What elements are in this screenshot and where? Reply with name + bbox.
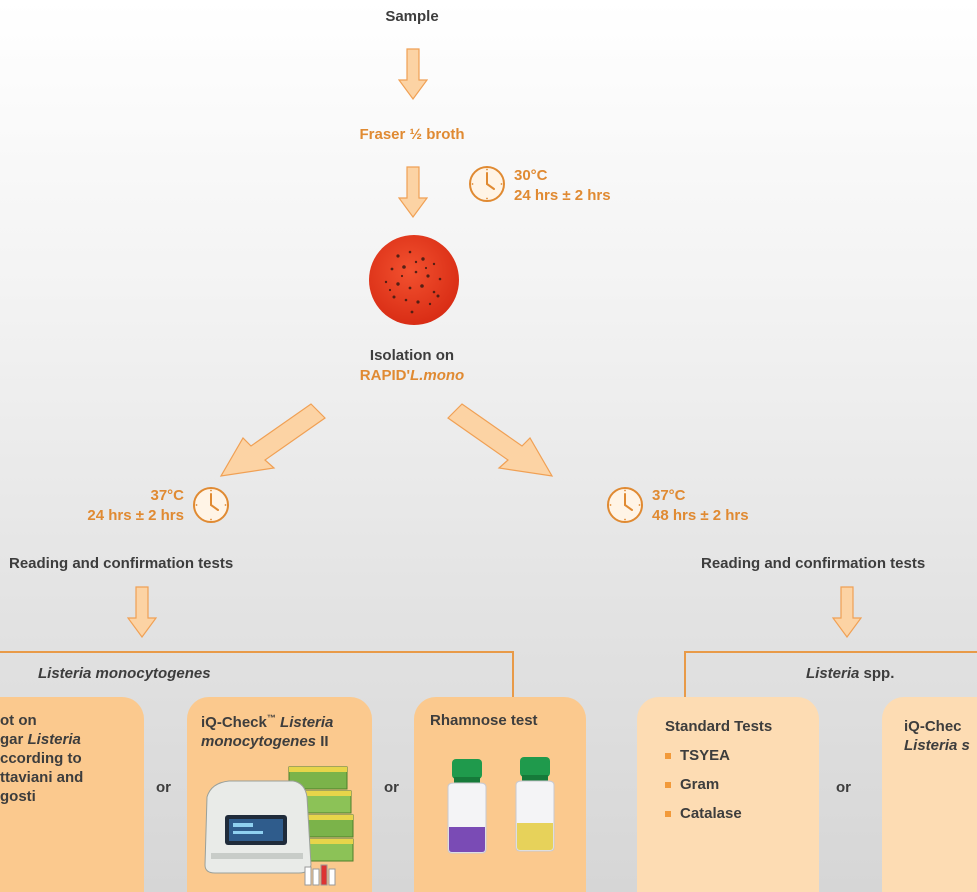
iq-check-suffix: II: [320, 733, 329, 750]
agar-plate-image: [369, 235, 459, 325]
group-line-right: [684, 651, 977, 653]
incubation-left-time: 24 hrs ± 2 hrs: [87, 507, 184, 524]
group-line-right-drop: [684, 651, 686, 697]
isolation-line-1: Isolation on: [369, 347, 455, 364]
iq-check-spp-italic: Listeria: [904, 737, 958, 754]
or-label-3: or: [836, 779, 851, 796]
or-label-2: or: [384, 779, 399, 796]
box-agar-line-1: ot on: [0, 712, 37, 729]
box-iq-check-title: iQ-Check™ Listeria: [201, 709, 358, 732]
standard-tests-title: Standard Tests: [665, 718, 773, 735]
rhamnose-vials-image: [447, 757, 555, 854]
down-arrow-4: [832, 586, 862, 638]
iq-check-prefix: iQ-Check: [201, 714, 267, 731]
clock-icon: [469, 166, 505, 202]
standard-test-label: Catalase: [680, 805, 742, 822]
reading-label-right: Reading and confirmation tests: [701, 555, 926, 572]
down-arrow-3: [127, 586, 157, 638]
box-agar-line-3: ccording to: [0, 750, 82, 767]
bullet-square-icon: [665, 781, 671, 788]
standard-test-item: TSYEA: [665, 746, 791, 765]
or-label-1: or: [156, 779, 171, 796]
incubation-right: 37°C 48 hrs ± 2 hrs: [652, 486, 749, 526]
standard-test-label: TSYEA: [680, 747, 731, 764]
box-iq-check-line-2: monocytogenes II: [201, 732, 358, 751]
iq-check-italic-2: monocytogenes: [201, 733, 317, 750]
standard-test-item: Catalase: [665, 804, 791, 823]
box-rhamnose: Rhamnose test: [414, 697, 586, 892]
rhamnose-title: Rhamnose test: [430, 712, 538, 729]
incubation-1-temp: 30°C: [514, 167, 548, 184]
incubation-right-temp: 37°C: [652, 487, 686, 504]
isolation-label: Isolation on RAPID'L.mono: [312, 346, 512, 386]
box-iq-check-mono: iQ-Check™ Listeria monocytogenes II: [187, 697, 372, 892]
down-arrow-1: [398, 48, 428, 100]
standard-test-item: Gram: [665, 775, 791, 794]
group-title-right: Listeria spp.: [806, 665, 894, 682]
iq-check-spp-line-2: Listeria s: [904, 736, 977, 755]
diagonal-arrow-right: [447, 403, 554, 477]
box-agar-line-5: gosti: [0, 788, 36, 805]
box-agar-line-4: ttaviani and: [0, 769, 84, 786]
group-line-left: [0, 651, 514, 653]
bullet-square-icon: [665, 752, 671, 759]
box-agar-line-2: gar Listeria: [0, 730, 128, 749]
isolation-line-2: RAPID'L.mono: [312, 366, 512, 386]
clock-icon: [607, 487, 643, 523]
iq-check-spp-suffix: s: [961, 737, 970, 754]
iq-check-italic-1: Listeria: [280, 714, 334, 731]
incubation-right-time: 48 hrs ± 2 hrs: [652, 507, 749, 524]
reading-label-left: Reading and confirmation tests: [9, 555, 234, 572]
diagonal-arrow-left: [219, 403, 326, 477]
box-agar-listeria: ot on gar Listeria ccording to ttaviani …: [0, 697, 144, 892]
box-agar-line-2-prefix: gar: [0, 731, 28, 748]
incubation-left: 37°C 24 hrs ± 2 hrs: [58, 486, 184, 526]
pcr-instrument-image: [204, 766, 354, 886]
enrichment-label: Fraser ½ broth: [359, 126, 465, 143]
group-title-right-italic: Listeria: [806, 665, 860, 682]
incubation-left-temp: 37°C: [150, 487, 184, 504]
isolation-medium-prefix: RAPID': [359, 367, 411, 384]
standard-test-label: Gram: [680, 776, 720, 793]
group-title-right-suffix: spp.: [863, 665, 895, 682]
standard-tests-list: TSYEA Gram Catalase: [665, 746, 791, 823]
trademark-symbol: ™: [266, 713, 276, 723]
clock-icon: [193, 487, 229, 523]
group-title-left: Listeria monocytogenes: [38, 665, 211, 682]
iq-check-spp-line-1: iQ-Chec: [904, 718, 962, 735]
bullet-square-icon: [665, 810, 671, 817]
box-standard-tests: Standard Tests TSYEA Gram Catalase: [637, 697, 819, 892]
group-line-left-drop: [512, 651, 514, 697]
down-arrow-2: [398, 166, 428, 218]
incubation-1-time: 24 hrs ± 2 hrs: [514, 187, 611, 204]
incubation-1: 30°C 24 hrs ± 2 hrs: [514, 166, 611, 206]
isolation-medium-italic: L.mono: [410, 367, 465, 384]
sample-label: Sample: [385, 8, 439, 25]
box-iq-check-spp: iQ-Chec Listeria s: [882, 697, 977, 892]
box-agar-line-2-italic: Listeria: [27, 731, 81, 748]
